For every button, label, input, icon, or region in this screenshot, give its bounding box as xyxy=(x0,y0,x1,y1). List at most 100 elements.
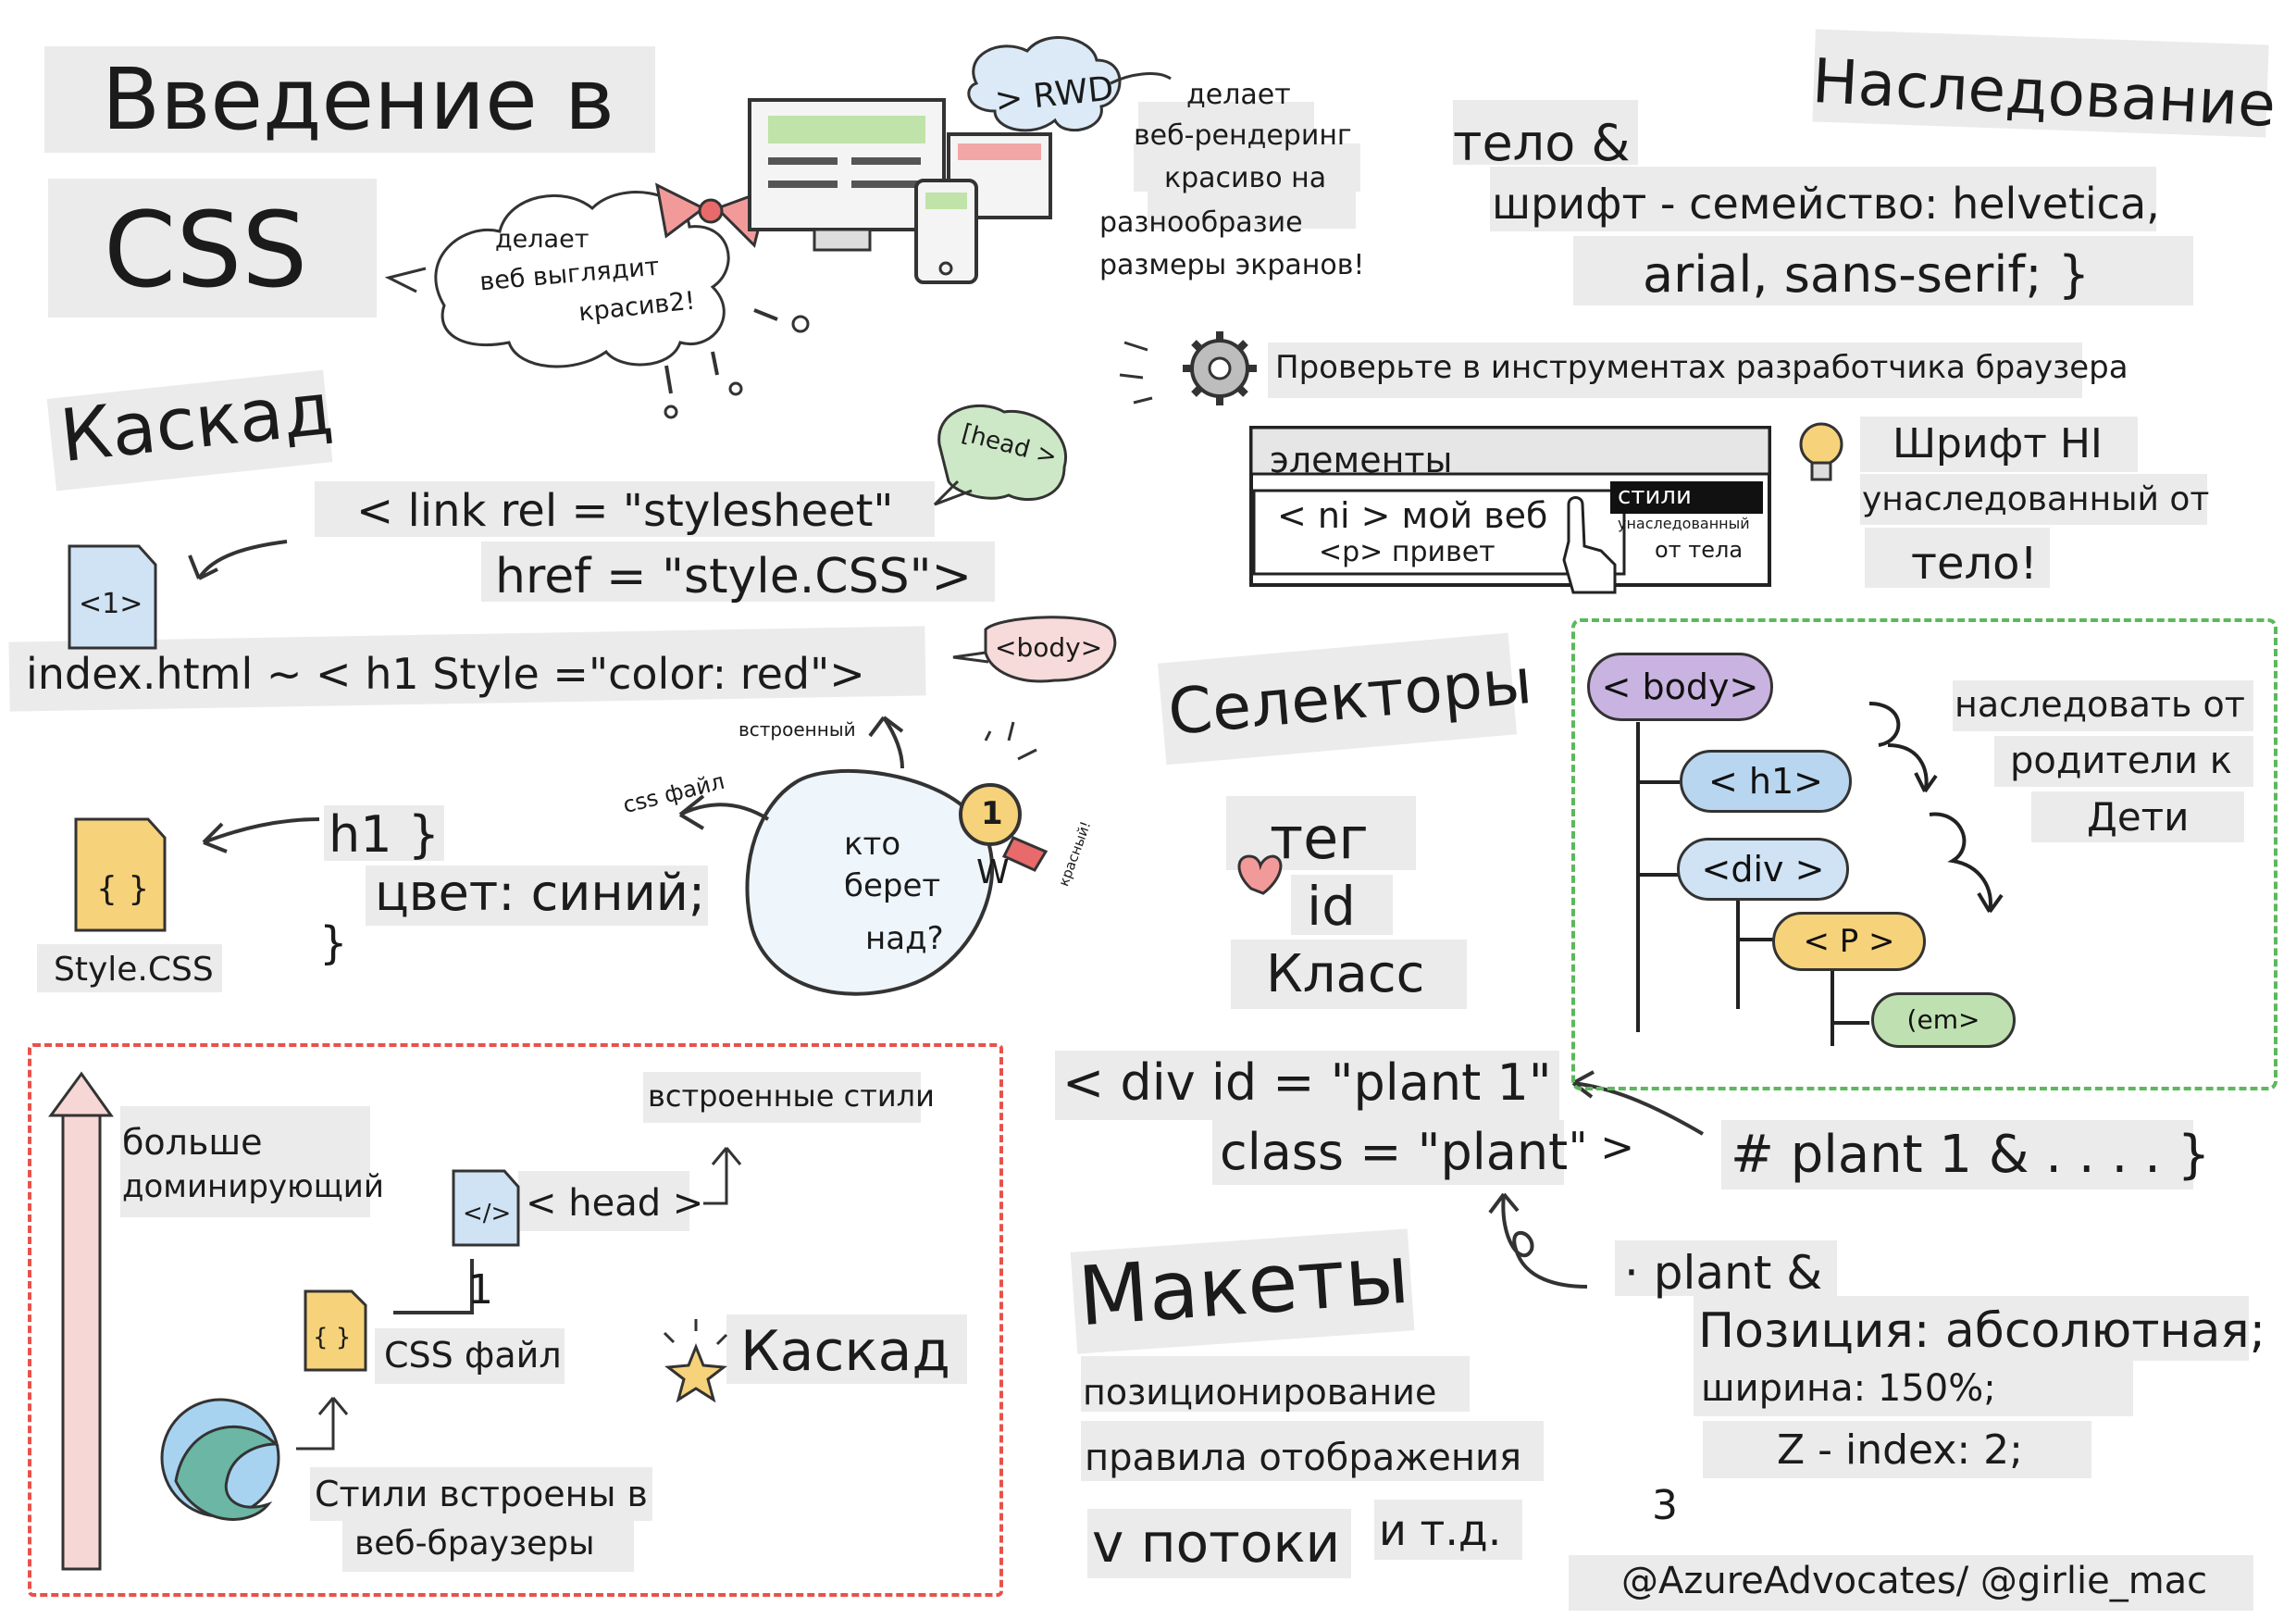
box-cascade-highlight xyxy=(726,1314,967,1384)
rwd-line-1: делает xyxy=(1186,79,1291,111)
devices-icon xyxy=(748,98,1052,284)
credit: @AzureAdvocates/ @girlie_mac xyxy=(1621,1560,2208,1602)
who-wins-2: берет xyxy=(844,867,941,904)
layouts-item1-highlight xyxy=(1081,1356,1470,1412)
body-font-line-2: шрифт - семейство: helvetica, xyxy=(1492,179,2160,229)
dot-2 xyxy=(728,381,743,396)
rwd-line-2: веб-рендеринг xyxy=(1134,119,1352,152)
class-rule-highlight-2 xyxy=(1694,1296,2249,1361)
tree-node-h1: < h1> xyxy=(1680,750,1852,813)
hand-cursor-icon xyxy=(1562,496,1617,594)
layouts-title: Макеты xyxy=(1074,1226,1413,1345)
box-cascade-label: Каскад xyxy=(740,1319,950,1384)
tree-node-p: < P > xyxy=(1772,912,1926,971)
title-line-1: Введение в xyxy=(102,50,615,149)
css-file-highlight xyxy=(375,1328,565,1384)
lightbulb-icon xyxy=(1799,422,1843,481)
css-rule-line-3: } xyxy=(319,917,348,969)
rwd-tag: > RWD xyxy=(993,69,1116,120)
tree-note-highlight-2 xyxy=(1994,736,2253,787)
body-font-highlight-3 xyxy=(1573,236,2193,305)
devtools-caption-highlight xyxy=(1268,342,2082,398)
inline-styles-label: встроенные стили xyxy=(648,1078,935,1114)
body-bubble-text: <body> xyxy=(995,632,1103,663)
pretty-text-1: делает xyxy=(495,225,590,254)
css-file-text: CSS файл xyxy=(384,1335,562,1376)
browser-styles-highlight-2 xyxy=(342,1518,634,1572)
tree-node-div: <div > xyxy=(1677,838,1849,901)
dominant-highlight xyxy=(120,1106,370,1217)
bow-tie-icon xyxy=(654,182,771,248)
one-label: 1 xyxy=(467,1266,493,1314)
tree-note-3: Дети xyxy=(2087,794,2190,840)
link-highlight-2 xyxy=(481,542,995,602)
tree-note-1: наследовать от xyxy=(1955,684,2245,725)
layouts-item-3: v потоки xyxy=(1092,1512,1341,1575)
inline-style-line: index.html ~ < h1 Style ="color: red"> xyxy=(26,649,865,699)
gear-sparks xyxy=(1119,341,1153,405)
pretty-text-2: веб выглядит xyxy=(478,252,661,297)
div-example-line-2-end: " > xyxy=(1569,1124,1635,1171)
font-note-highlight-3 xyxy=(1865,528,2050,588)
font-note-line-3: тело! xyxy=(1911,538,2038,590)
tree-note-highlight-1 xyxy=(1953,680,2253,731)
more-dominant-2: доминирующий xyxy=(122,1168,384,1205)
link-line-1: < link rel = "stylesheet" xyxy=(356,485,894,537)
code-file-symbol: </> xyxy=(463,1200,512,1227)
rwd-pointer xyxy=(1110,72,1172,85)
css-file-braces: { } xyxy=(96,870,150,908)
link-line-2: href = "style.CSS"> xyxy=(495,549,973,604)
credit-highlight xyxy=(1569,1555,2253,1611)
class-highlight xyxy=(1231,940,1467,1009)
layouts-item-2: правила отображения xyxy=(1085,1437,1522,1479)
devtools-line-1: < ni > мой веб xyxy=(1277,495,1548,536)
html-file-label: <1> xyxy=(79,588,143,620)
head-label: < head > xyxy=(526,1182,704,1225)
gear-icon xyxy=(1183,331,1257,405)
small-braces-symbol: { } xyxy=(313,1324,352,1351)
tree-note-2: родители к xyxy=(2010,740,2232,782)
arrow-to-html-file xyxy=(188,540,288,580)
medal-number: 1 xyxy=(981,795,1003,832)
spark-lines xyxy=(664,308,778,394)
medal-sparks xyxy=(984,721,1037,761)
rwd-highlight-3 xyxy=(1148,181,1356,229)
class-rule-highlight-4 xyxy=(1703,1421,2091,1478)
inline-styles-highlight xyxy=(643,1072,921,1123)
css-file-label: css файл xyxy=(620,767,727,819)
class-rule-line-1: · plant & xyxy=(1624,1246,1823,1300)
body-font-line-3: arial, sans-serif; } xyxy=(1643,245,2091,304)
stylecss-label: Style.CSS xyxy=(54,951,214,989)
cloud-pointer xyxy=(384,267,427,293)
layouts-item-4: и т.д. xyxy=(1379,1505,1502,1555)
devtools-from-body: от тела xyxy=(1655,537,1744,563)
pretty-text-3: красив2! xyxy=(577,286,697,328)
inline-label: встроенный xyxy=(738,718,856,741)
arrow-to-css-file xyxy=(202,817,320,853)
arrow-inline-label xyxy=(868,716,904,769)
who-wins-1: кто xyxy=(844,826,901,863)
layouts-item3-highlight xyxy=(1087,1509,1351,1578)
winner-w: W xyxy=(976,853,1010,891)
more-dominant-1: больше xyxy=(122,1122,263,1163)
class-rule-line-3: ширина: 150%; xyxy=(1701,1367,1996,1410)
red-label: красный! xyxy=(1055,818,1095,889)
class-rule-highlight-1 xyxy=(1615,1240,1837,1296)
class-rule-line-5: 3 xyxy=(1652,1482,1678,1529)
tree-node-em: (em> xyxy=(1871,992,2016,1048)
title-line-2: CSS xyxy=(104,191,308,311)
id-highlight xyxy=(1291,875,1393,935)
devtools-inherited: унаследованный xyxy=(1618,515,1750,532)
browser-styles-2: веб-браузеры xyxy=(354,1525,595,1563)
font-note-line-2: унаследованный от xyxy=(1862,480,2210,518)
body-font-line-1: тело & xyxy=(1453,114,1631,172)
selector-class: Класс xyxy=(1266,944,1425,1004)
devtools-caption: Проверьте в инструментах разработчика бр… xyxy=(1275,349,2128,386)
rwd-line-5: размеры экранов! xyxy=(1099,249,1365,281)
devtools-line-2: <p> привет xyxy=(1319,536,1496,568)
title-highlight-2 xyxy=(48,179,377,318)
title-highlight-1 xyxy=(44,46,655,153)
link-highlight-1 xyxy=(315,481,935,537)
body-font-highlight-2 xyxy=(1490,167,2156,231)
browser-styles-highlight-1 xyxy=(310,1467,652,1521)
